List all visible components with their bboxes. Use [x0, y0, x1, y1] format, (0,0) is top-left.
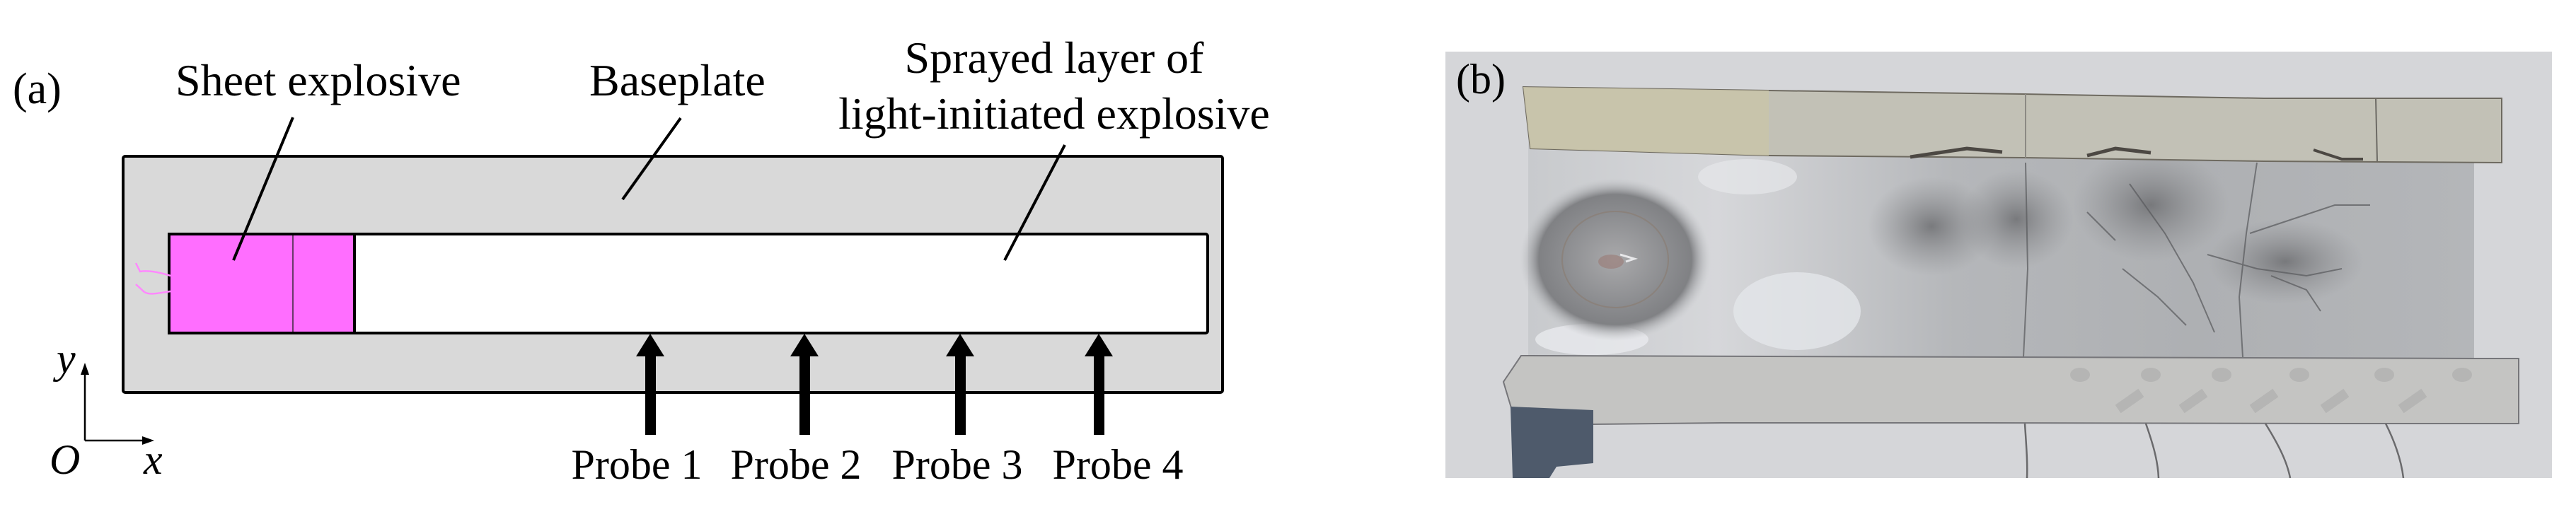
callout-sprayed-layer-line1: Sprayed layer of — [905, 33, 1205, 83]
probe-wire — [2023, 423, 2028, 479]
leader-line-sprayed-layer — [1003, 144, 1066, 261]
crack-lines — [2023, 162, 2370, 358]
probe-wires — [2023, 423, 2405, 479]
probe-wire — [2264, 423, 2292, 479]
connector-tab — [1511, 407, 1593, 478]
probe-4: Probe 4 — [1053, 334, 1184, 488]
leader-line-sheet-explosive — [232, 117, 294, 261]
tape-seam — [2375, 98, 2378, 162]
probe-2: Probe 2 — [731, 334, 862, 488]
detonator-wire-icon — [134, 262, 171, 277]
soot-mark — [2073, 148, 2229, 262]
probe-arrow-shaft — [799, 354, 810, 435]
x-axis-label: x — [143, 436, 163, 483]
leader-line-baseplate — [621, 117, 682, 201]
probe-label: Probe 3 — [892, 441, 1023, 488]
panel-b-label: (b) — [1456, 56, 1506, 103]
soot-mark — [1960, 170, 2073, 269]
probe-arrowhead-icon — [636, 334, 664, 356]
callout-sheet-explosive: Sheet explosive — [175, 55, 461, 105]
y-axis-label: y — [52, 335, 76, 382]
probe-arrow-shaft — [955, 354, 966, 435]
tape-strip-top-beige — [1523, 87, 1769, 156]
x-arrowhead-icon — [142, 436, 154, 445]
probe-arrowhead-icon — [946, 334, 974, 356]
panel-a-label: (a) — [13, 65, 62, 113]
reflection — [1733, 272, 1861, 350]
origin-label: O — [50, 436, 80, 483]
soot-mark — [1868, 177, 1995, 276]
panel-a: (a) Sheet explosive Baseplate Sprayed la… — [13, 33, 1270, 488]
probe-1: Probe 1 — [572, 334, 703, 488]
tape-torn-edge — [1910, 146, 2003, 159]
probe-arrow-shaft — [645, 354, 656, 435]
coordinate-axes: y O x — [50, 335, 163, 483]
tape-logo-pattern — [2070, 368, 2472, 414]
soot-mark — [2207, 219, 2363, 304]
probe-label: Probe 2 — [731, 441, 862, 488]
initiation-burn-mark — [1520, 178, 1711, 341]
y-arrowhead-icon — [81, 363, 89, 375]
tape-torn-edge — [2086, 146, 2152, 158]
panel-b-photo: (b) — [1445, 52, 2552, 479]
detonator-wire-icon — [135, 284, 171, 295]
probe-wire — [2384, 423, 2405, 479]
reflection — [1698, 159, 1797, 194]
probe-label: Probe 1 — [572, 441, 703, 488]
probe-label: Probe 4 — [1053, 441, 1184, 488]
probe-wire — [2144, 423, 2160, 479]
tape-strip-bottom — [1502, 355, 2519, 426]
probe-arrowhead-icon — [1085, 334, 1113, 356]
sheet-explosive — [168, 233, 356, 334]
probe-3: Probe 3 — [892, 334, 1023, 488]
probe-arrowhead-icon — [790, 334, 819, 356]
probe-arrow-shaft — [1094, 354, 1104, 435]
callout-sprayed-layer-line2: light-initiated explosive — [838, 88, 1270, 139]
callout-baseplate: Baseplate — [589, 55, 766, 105]
tape-torn-edge — [2313, 148, 2363, 161]
